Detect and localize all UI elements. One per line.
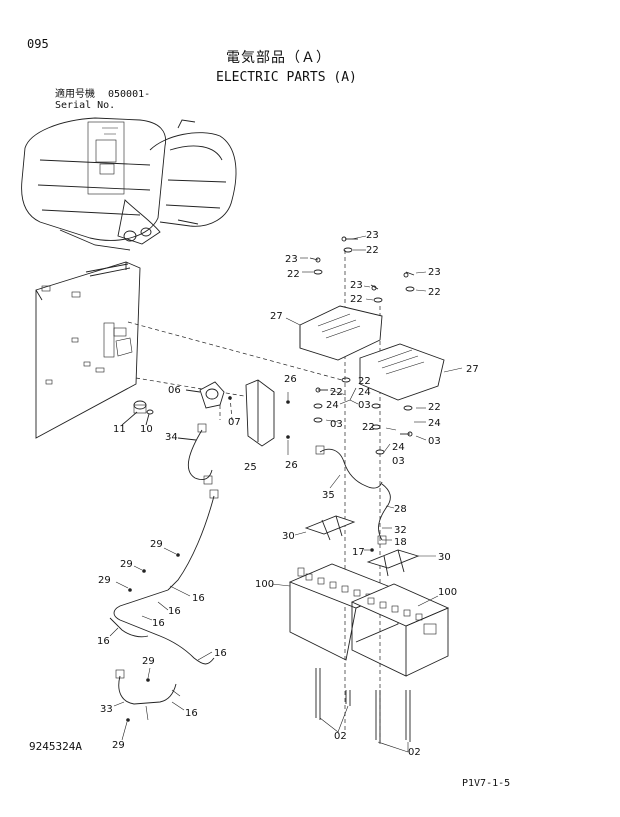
mounting-plate bbox=[35, 261, 141, 439]
battery-cable-28 bbox=[364, 483, 395, 552]
callout-06: 06 bbox=[168, 385, 181, 396]
serial-value: 050001- bbox=[108, 89, 151, 100]
callout-30: 30 bbox=[282, 531, 295, 542]
callout-16: 16 bbox=[168, 606, 181, 617]
callout-24: 24 bbox=[326, 400, 339, 411]
callout-29: 29 bbox=[142, 656, 155, 667]
callout-10: 10 bbox=[140, 424, 153, 435]
page-number: 095 bbox=[27, 37, 49, 51]
callout-32: 32 bbox=[394, 525, 407, 536]
callout-34: 34 bbox=[165, 432, 178, 443]
callout-100: 100 bbox=[438, 587, 457, 598]
callout-29: 29 bbox=[112, 740, 125, 751]
cover-27-right bbox=[359, 343, 463, 401]
relay-and-harness-34 bbox=[177, 381, 232, 485]
callout-23: 23 bbox=[350, 280, 363, 291]
callout-22: 22 bbox=[428, 402, 441, 413]
callout-28: 28 bbox=[394, 504, 407, 515]
callout-16: 16 bbox=[214, 648, 227, 659]
callout-27: 27 bbox=[466, 364, 479, 375]
callout-23: 23 bbox=[428, 267, 441, 278]
callout-29: 29 bbox=[150, 539, 163, 550]
callout-25: 25 bbox=[244, 462, 257, 473]
callout-22: 22 bbox=[350, 294, 363, 305]
battery-clamp-30-left bbox=[294, 515, 356, 541]
wiring-harness-16 bbox=[109, 489, 219, 741]
cover-27-left bbox=[285, 305, 383, 361]
callout-24: 24 bbox=[428, 418, 441, 429]
bracket-25 bbox=[245, 379, 290, 455]
callout-03: 03 bbox=[428, 436, 441, 447]
title-english: ELECTRIC PARTS (A) bbox=[216, 70, 357, 85]
callout-11: 11 bbox=[113, 424, 126, 435]
callout-18: 18 bbox=[394, 537, 407, 548]
serial-label-japanese: 適用号機 bbox=[55, 89, 95, 100]
callout-02: 02 bbox=[334, 731, 347, 742]
callout-29: 29 bbox=[98, 575, 111, 586]
machine-overview-illustration bbox=[21, 117, 237, 251]
callout-16: 16 bbox=[185, 708, 198, 719]
callout-22: 22 bbox=[362, 422, 375, 433]
callout-26: 26 bbox=[284, 374, 297, 385]
callout-22: 22 bbox=[428, 287, 441, 298]
grommet-parts bbox=[121, 400, 154, 426]
drawing-number: 9245324A bbox=[29, 740, 82, 753]
callout-24: 24 bbox=[358, 387, 371, 398]
callout-22: 22 bbox=[330, 387, 343, 398]
serial-label-english: Serial No. bbox=[55, 100, 116, 111]
callout-29: 29 bbox=[120, 559, 133, 570]
hold-down-rods-02 bbox=[315, 668, 411, 753]
callout-22: 22 bbox=[287, 269, 300, 280]
callout-27: 27 bbox=[270, 311, 283, 322]
page-code: P1V7-1-5 bbox=[462, 778, 511, 789]
callout-03: 03 bbox=[392, 456, 405, 467]
callout-22: 22 bbox=[358, 376, 371, 387]
battery-clamp-30-right bbox=[366, 549, 436, 577]
callout-23: 23 bbox=[285, 254, 298, 265]
callout-24: 24 bbox=[392, 442, 405, 453]
terminal-hardware bbox=[313, 377, 427, 455]
callout-22: 22 bbox=[366, 245, 379, 256]
callout-16: 16 bbox=[192, 593, 205, 604]
callout-16: 16 bbox=[97, 636, 110, 647]
callout-17: 17 bbox=[352, 547, 365, 558]
callout-23: 23 bbox=[366, 230, 379, 241]
callout-03: 03 bbox=[330, 419, 343, 430]
battery-100-right bbox=[350, 583, 450, 677]
bolts-and-washers-top bbox=[300, 235, 427, 303]
title-japanese: 電気部品（Ａ） bbox=[226, 50, 331, 66]
callout-35: 35 bbox=[322, 490, 335, 501]
callout-02: 02 bbox=[408, 747, 421, 758]
callout-30: 30 bbox=[438, 552, 451, 563]
callout-100: 100 bbox=[255, 579, 274, 590]
battery-cable-35 bbox=[315, 445, 383, 489]
callout-07: 07 bbox=[228, 417, 241, 428]
callout-26: 26 bbox=[285, 460, 298, 471]
callout-numbers: 23 22 23 22 23 22 23 22 27 27 22 24 22 0… bbox=[97, 230, 479, 758]
callout-16: 16 bbox=[152, 618, 165, 629]
callout-33: 33 bbox=[100, 704, 113, 715]
callout-03: 03 bbox=[358, 400, 371, 411]
